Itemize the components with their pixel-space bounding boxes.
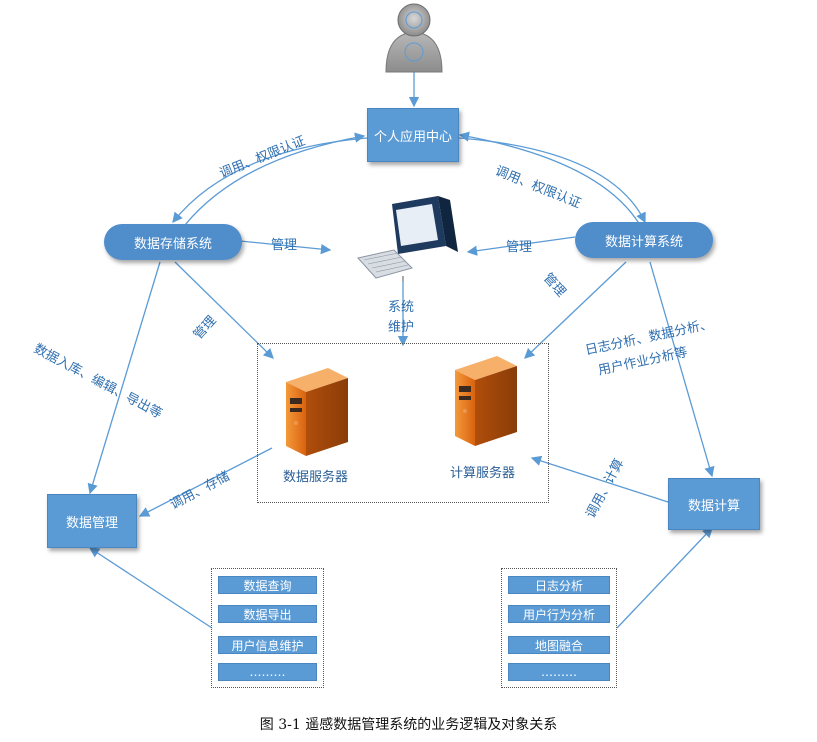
arrow-storage-dm [87, 261, 161, 495]
arrow-storage-servers [174, 261, 274, 359]
data-compute-box: 数据计算 [668, 478, 760, 530]
arrow-ds-dm [138, 447, 273, 517]
user-icon [385, 3, 443, 73]
arrow-storage-computer [239, 240, 332, 255]
data-server-label: 数据服务器 [283, 470, 349, 485]
list-item: 地图融合 [508, 636, 610, 654]
right-function-list [501, 568, 617, 688]
list-item: ……… [508, 663, 610, 681]
label-sys-maint-1: 系统 [388, 300, 415, 315]
arrow-center-compute [458, 137, 646, 224]
list-item: 用户信息维护 [218, 636, 317, 654]
label-manage-left: 管理 [271, 238, 298, 253]
list-item: ……… [218, 663, 317, 681]
label-sys-maint-2: 维护 [388, 320, 415, 335]
server-icon [455, 356, 517, 446]
list-item: 用户行为分析 [508, 605, 610, 623]
label-manage-right: 管理 [506, 240, 533, 255]
storage-system-node: 数据存储系统 [104, 224, 242, 260]
arrow-compute-servers [524, 261, 627, 359]
server-group [257, 343, 549, 503]
compute-system-node: 数据计算系统 [575, 222, 713, 258]
list-item: 数据查询 [218, 576, 317, 594]
server-icon [286, 368, 348, 456]
computer-icon [357, 196, 458, 282]
arrow-compute-dc [649, 261, 715, 478]
list-item: 数据导出 [218, 605, 317, 623]
arrow-compute-computer [466, 236, 576, 256]
compute-server-label: 计算服务器 [450, 466, 516, 481]
left-function-list [211, 568, 324, 688]
data-management-box: 数据管理 [47, 494, 137, 548]
figure-caption: 图 3-1 遥感数据管理系统的业务逻辑及对象关系 [259, 717, 558, 733]
arrow-list-dm [88, 547, 213, 629]
list-item: 日志分析 [508, 576, 610, 594]
arrow-dc-cs [530, 455, 669, 503]
user-center-box: 个人应用中心 [367, 108, 459, 162]
arrow-list-dc [616, 527, 713, 629]
